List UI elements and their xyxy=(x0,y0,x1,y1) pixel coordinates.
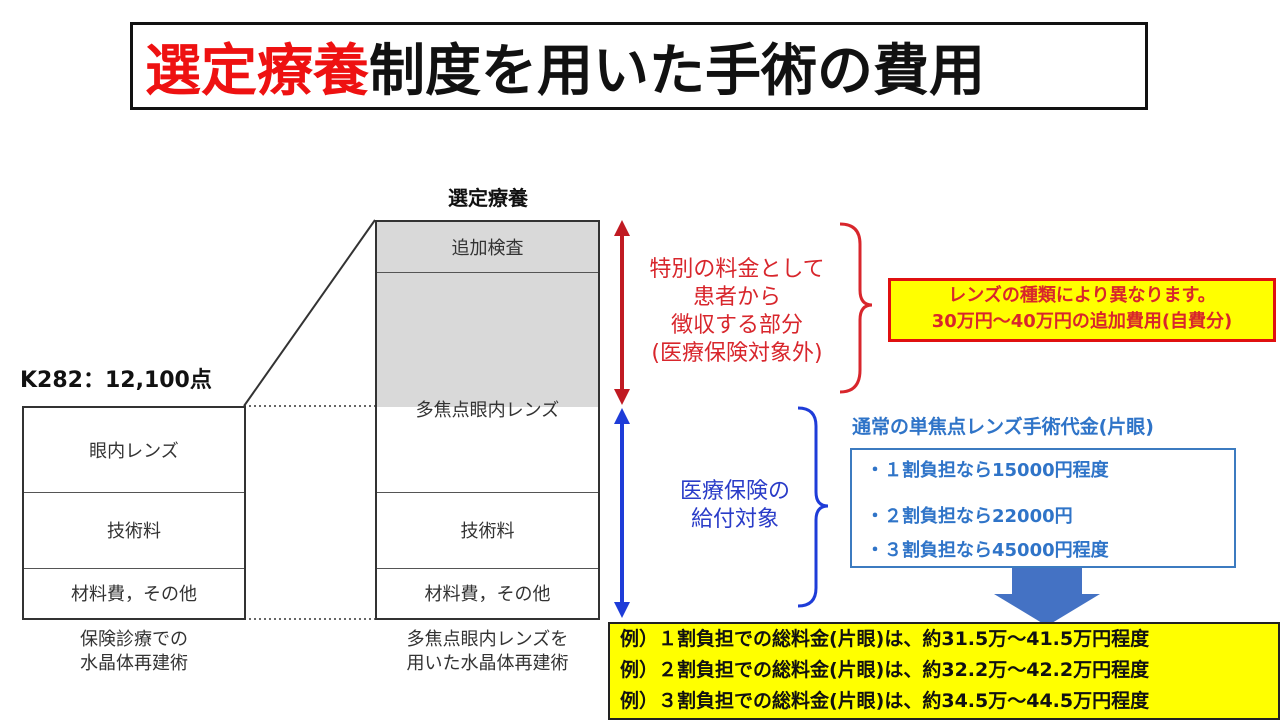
left-caption: 保険診療での 水晶体再建術 xyxy=(80,629,188,674)
down-arrow xyxy=(994,566,1100,626)
title-rest: 制度を用いた手術の費用 xyxy=(369,38,985,104)
lens-note-box: レンズの種類により異なります。 30万円〜40万円の追加費用(自費分) xyxy=(888,278,1276,342)
left-row-lens: 眼内レンズ xyxy=(89,441,179,462)
right-row-multifocal-lens: 多焦点眼内レンズ xyxy=(415,400,560,421)
insurance-text: 医療保険の 給付対象 xyxy=(679,479,790,532)
left-row-material: 材料費，その他 xyxy=(71,584,197,605)
right-caption: 多焦点眼内レンズを 用いた水晶体再建術 xyxy=(406,629,569,674)
right-row-tech: 技術料 xyxy=(460,521,515,542)
left-column: 眼内レンズ 技術料 材料費，その他 xyxy=(22,406,246,620)
blue-brace xyxy=(797,406,829,608)
special-fee-text: 特別の料金として 患者から 徴収する部分 (医療保険対象外) xyxy=(649,257,825,366)
right-column: 追加検査 多焦点眼内レンズ 技術料 材料費，その他 xyxy=(375,220,600,620)
connector-diagonal xyxy=(243,219,376,407)
example-line: 例）１割負担での総料金(片眼)は、約31.5万〜41.5万円程度 xyxy=(620,628,1150,650)
left-column-header: K282：12,100点 xyxy=(20,368,212,393)
single-focus-item: ・３割負担なら45000円程度 xyxy=(866,540,1109,561)
title-highlight: 選定療養 xyxy=(145,38,369,104)
red-arrow-head-down xyxy=(614,389,630,405)
single-focus-title: 通常の単焦点レンズ手術代金(片眼) xyxy=(852,416,1154,438)
red-arrow-head-up xyxy=(614,220,630,236)
blue-arrow-head-up xyxy=(614,408,630,424)
right-row-extra-exam: 追加検査 xyxy=(451,238,524,259)
example-line: 例）２割負担での総料金(片眼)は、約32.2万〜42.2万円程度 xyxy=(620,659,1150,681)
blue-arrow-head-down xyxy=(614,602,630,618)
single-focus-box: ・１割負担なら15000円程度 ・２割負担なら22000円 ・３割負担なら450… xyxy=(850,448,1236,568)
example-line: 例）３割負担での総料金(片眼)は、約34.5万〜44.5万円程度 xyxy=(620,690,1150,712)
red-brace xyxy=(839,222,873,394)
page-title: 選定療養制度を用いた手術の費用 xyxy=(130,22,1148,110)
right-column-header: 選定療養 xyxy=(448,186,528,210)
left-row-tech: 技術料 xyxy=(107,521,161,542)
examples-box: 例）１割負担での総料金(片眼)は、約31.5万〜41.5万円程度 例）２割負担で… xyxy=(608,622,1280,720)
right-row-material: 材料費，その他 xyxy=(424,584,551,605)
single-focus-item: ・１割負担なら15000円程度 xyxy=(866,460,1109,481)
single-focus-item: ・２割負担なら22000円 xyxy=(866,506,1073,527)
